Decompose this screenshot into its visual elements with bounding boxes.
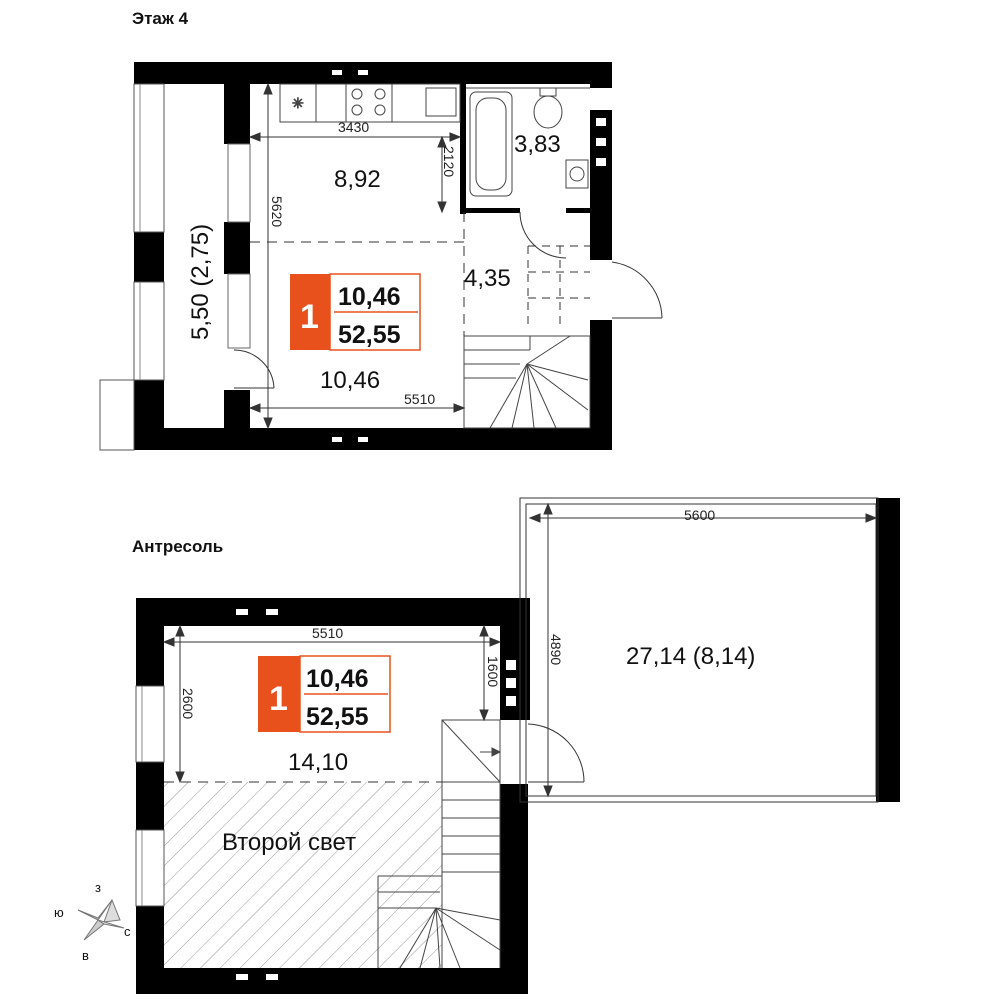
kitchen-fixtures: ✳: [279, 83, 461, 123]
mezz-badge-rooms: 1: [269, 680, 288, 718]
dim-kitchen-depth: 2120: [441, 146, 457, 177]
area-terrace: 27,14 (8,14): [626, 643, 755, 670]
dim-mezzanine-height-left: 2600: [180, 688, 196, 719]
floor-4-title: Этаж 4: [132, 9, 189, 28]
dim-terrace-width: 5600: [684, 507, 715, 523]
area-hall: 4,35: [464, 265, 511, 292]
badge-total-area: 52,55: [338, 321, 401, 349]
mezzanine-windows: [135, 602, 516, 990]
compass-south: в: [82, 948, 89, 963]
floor-4-badge: 1 10,46 52,55: [290, 273, 421, 351]
area-bathroom: 3,83: [514, 131, 561, 158]
compass-east: с: [124, 924, 131, 939]
area-balcony: 5,50 (2,75): [187, 224, 214, 340]
floor-4-doors: [233, 211, 663, 389]
dim-mezzanine-height-right: 1600: [485, 656, 501, 687]
terrace-outline: [519, 497, 879, 803]
svg-text:✳: ✳: [292, 95, 304, 111]
floor-4-stairs: [463, 335, 591, 429]
dim-terrace-depth: 4890: [548, 634, 564, 665]
floor-4-plan: Этаж 4: [99, 9, 663, 451]
mezz-badge-total-area: 52,55: [306, 703, 369, 731]
dim-room-width: 5510: [404, 391, 435, 407]
badge-living-area: 10,46: [338, 283, 401, 311]
bathroom-fixtures: [466, 87, 590, 197]
compass-west: ю: [54, 905, 64, 920]
mezzanine-badge: 1 10,46 52,55: [258, 655, 391, 733]
dim-mezzanine-width: 5510: [312, 625, 343, 641]
floor-4-windows: [99, 66, 606, 451]
compass-north: з: [95, 880, 101, 895]
area-room: 10,46: [320, 367, 380, 394]
label-second-light: Второй свет: [222, 829, 356, 856]
mezzanine-plan: Антресоль: [132, 497, 900, 994]
mezzanine-door: [527, 723, 585, 783]
mezzanine-dimension-lines: [162, 502, 878, 798]
dim-kitchen-width: 3430: [338, 119, 369, 135]
dim-room-length: 5620: [269, 196, 285, 227]
compass-icon: з ю с в: [54, 880, 131, 963]
mezzanine-title: Антресоль: [132, 537, 223, 556]
floor-4-dimension-lines: [248, 82, 466, 430]
mezzanine-stairs: [377, 719, 502, 969]
badge-rooms: 1: [300, 298, 319, 336]
mezzanine-walls: [136, 498, 900, 994]
area-mezzanine-room: 14,10: [288, 749, 348, 776]
mezz-badge-living-area: 10,46: [306, 665, 369, 693]
area-kitchen: 8,92: [334, 166, 381, 193]
